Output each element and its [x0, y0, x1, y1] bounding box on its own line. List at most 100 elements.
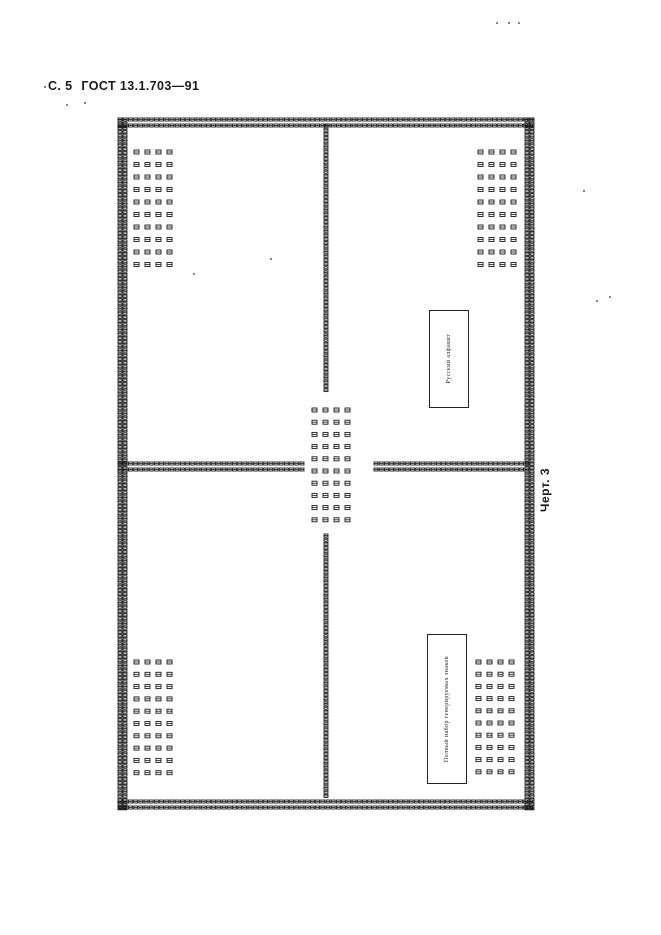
- frame-right-column: [524, 151, 530, 156]
- glyph-block-bottom-right: [497, 683, 504, 689]
- frame-left-column: [122, 235, 128, 240]
- standard-designation: ГОСТ 13.1.703—91: [81, 79, 200, 93]
- frame-bottom-row: [289, 805, 295, 810]
- frame-right-column: [524, 726, 530, 731]
- cross-lower-column: [323, 768, 329, 773]
- frame-top-row: [278, 123, 284, 128]
- frame-left-column: [117, 587, 123, 592]
- frame-right-column: [524, 445, 530, 450]
- cross-right-row: [409, 467, 415, 472]
- frame-right-column: [524, 545, 530, 550]
- frame-right-column: [524, 407, 530, 412]
- frame-left-column: [122, 587, 128, 592]
- glyph-block-bottom-right: [497, 696, 504, 702]
- frame-top-row: [429, 123, 435, 128]
- frame-top-row: [263, 117, 269, 122]
- frame-left-column: [117, 747, 123, 752]
- frame-left-column: [117, 218, 123, 223]
- frame-left-column: [122, 772, 128, 777]
- frame-left-column: [117, 151, 123, 156]
- frame-right-column: [524, 529, 530, 534]
- frame-bottom-row: [346, 805, 352, 810]
- frame-right-column: [529, 361, 535, 366]
- glyph-block-top-right: [499, 149, 506, 155]
- frame-top-row: [512, 123, 518, 128]
- frame-right-column: [529, 604, 535, 609]
- frame-right-column: [529, 676, 535, 681]
- frame-left-column: [122, 697, 128, 702]
- frame-top-row: [315, 117, 321, 122]
- glyph-block-bottom-left: [144, 659, 151, 665]
- glyph-block-top-left: [133, 212, 140, 217]
- frame-right-column: [524, 163, 530, 168]
- frame-right-column: [529, 415, 535, 420]
- cross-left-row: [185, 467, 191, 472]
- glyph-block-bottom-right: [497, 744, 504, 750]
- cross-upper-column: [323, 291, 329, 296]
- glyph-block-top-right: [499, 174, 506, 180]
- frame-bottom-row: [148, 805, 154, 810]
- cross-left-row: [133, 461, 139, 466]
- frame-top-row: [403, 123, 409, 128]
- frame-bottom-row: [226, 805, 232, 810]
- frame-right-column: [529, 445, 535, 450]
- frame-right-column: [524, 739, 530, 744]
- frame-right-column: [529, 466, 535, 471]
- frame-bottom-row: [242, 799, 248, 804]
- cross-lower-column: [323, 567, 329, 572]
- frame-right-column: [524, 474, 530, 479]
- frame-right-column: [524, 356, 530, 361]
- cross-left-row: [195, 461, 201, 466]
- frame-top-row: [268, 123, 274, 128]
- cross-lower-column: [323, 613, 329, 618]
- frame-bottom-row: [502, 805, 508, 810]
- frame-left-column: [117, 226, 123, 231]
- frame-top-row: [471, 117, 477, 122]
- frame-left-column: [117, 503, 123, 508]
- cross-upper-column: [323, 266, 329, 271]
- frame-top-row: [413, 117, 419, 122]
- cross-upper-column: [323, 350, 329, 355]
- frame-left-column: [117, 390, 123, 395]
- frame-right-column: [529, 558, 535, 563]
- frame-right-column: [529, 285, 535, 290]
- cross-left-row: [169, 467, 175, 472]
- frame-left-column: [117, 163, 123, 168]
- frame-right-column: [524, 247, 530, 252]
- glyph-block-top-right: [510, 199, 517, 205]
- frame-right-column: [524, 793, 530, 798]
- frame-right-column: [524, 634, 530, 639]
- scan-speck: [496, 22, 498, 24]
- glyph-block-top-left: [155, 187, 162, 192]
- frame-top-row: [190, 117, 196, 122]
- frame-left-column: [117, 268, 123, 273]
- glyph-block-top-left: [166, 174, 173, 180]
- frame-bottom-row: [465, 799, 471, 804]
- frame-right-column: [524, 411, 530, 416]
- cross-right-row: [399, 467, 405, 472]
- glyph-block-bottom-right: [475, 744, 482, 750]
- frame-right-column: [524, 184, 530, 189]
- frame-left-column: [117, 230, 123, 235]
- glyph-block-bottom-left: [144, 671, 151, 677]
- cross-right-row: [404, 461, 410, 466]
- frame-left-column: [117, 600, 123, 605]
- frame-bottom-row: [517, 799, 523, 804]
- frame-right-column: [529, 537, 535, 542]
- frame-top-row: [398, 123, 404, 128]
- cross-left-row: [153, 461, 159, 466]
- cross-upper-column: [323, 354, 329, 359]
- frame-top-row: [517, 117, 523, 122]
- frame-top-row: [491, 123, 497, 128]
- frame-left-column: [117, 361, 123, 366]
- frame-left-column: [117, 558, 123, 563]
- frame-bottom-row: [398, 799, 404, 804]
- frame-left-column: [122, 604, 128, 609]
- frame-right-column: [529, 407, 535, 412]
- glyph-block-bottom-left: [133, 684, 140, 690]
- frame-top-row: [138, 123, 144, 128]
- frame-right-column: [524, 239, 530, 244]
- frame-bottom-row: [315, 799, 321, 804]
- frame-left-column: [122, 134, 128, 139]
